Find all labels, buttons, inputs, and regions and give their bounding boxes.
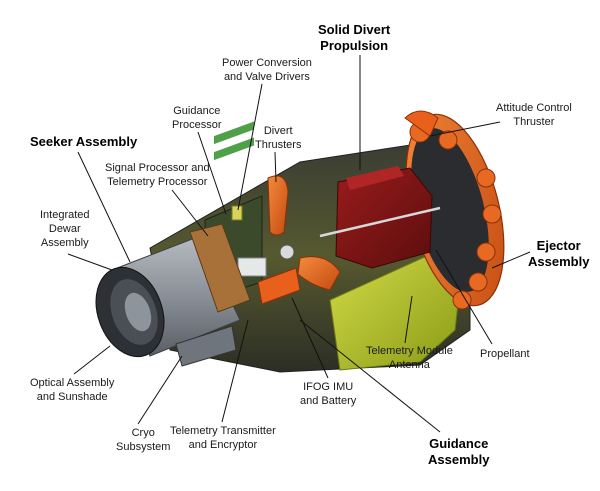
leader-guidance-processor — [197, 131, 227, 215]
label-seeker-assembly: Seeker Assembly — [30, 134, 138, 149]
leader-guidance-assembly — [299, 319, 441, 433]
ejector-ring — [404, 110, 505, 310]
leader-ifog-imu — [291, 297, 329, 379]
leader-seeker-assembly — [77, 151, 131, 263]
leader-ejector-assembly — [491, 251, 531, 269]
seeker-barrel — [95, 223, 251, 367]
leader-propellant — [435, 249, 493, 345]
leader-optical-assembly — [73, 345, 111, 375]
leader-divert-thrusters — [274, 151, 277, 183]
leader-cryo — [137, 355, 183, 425]
leader-attitude-control — [429, 121, 501, 137]
leader-power-conversion — [237, 83, 263, 211]
leader-telemetry-antenna — [404, 295, 413, 344]
leader-integrated-dewar — [67, 253, 113, 271]
label-propellant: Propellant — [480, 348, 530, 360]
leader-telemetry-transmitter — [221, 319, 249, 423]
leader-signal-processor — [171, 189, 209, 237]
propellant-grain — [319, 166, 441, 269]
divert-thrusters — [267, 175, 341, 291]
